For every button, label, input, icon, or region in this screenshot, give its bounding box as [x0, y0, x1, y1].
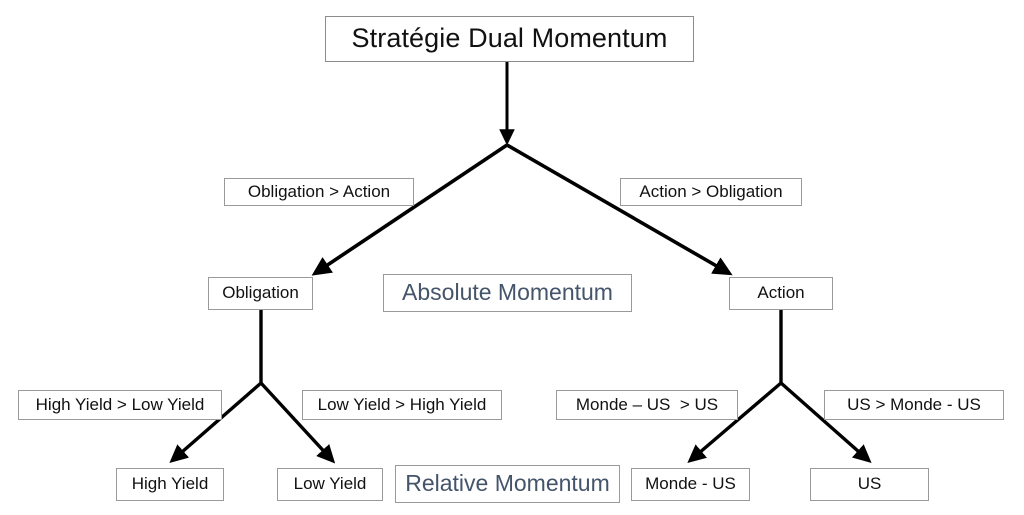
caption-relative-momentum: Relative Momentum	[395, 465, 620, 503]
node-us[interactable]: US	[810, 468, 929, 501]
edge-label-text: Monde – US > US	[575, 394, 719, 414]
node-high-yield-label: High Yield	[131, 474, 209, 494]
edge-label-monde-over-us[interactable]: Monde – US > US	[556, 390, 738, 420]
node-obligation[interactable]: Obligation	[208, 277, 313, 310]
node-low-yield-label: Low Yield	[293, 474, 367, 494]
edge-label-text: US > Monde - US	[847, 394, 981, 414]
caption-relative-momentum-label: Relative Momentum	[405, 470, 610, 497]
node-monde-us[interactable]: Monde - US	[631, 468, 750, 501]
caption-absolute-momentum-label: Absolute Momentum	[402, 279, 613, 306]
node-root-strategy[interactable]: Stratégie Dual Momentum	[325, 16, 694, 62]
node-monde-us-label: Monde - US	[645, 474, 736, 494]
edge-root-to-action	[506, 143, 733, 276]
node-high-yield[interactable]: High Yield	[116, 468, 224, 501]
edge-label-high-over-low[interactable]: High Yield > Low Yield	[18, 390, 222, 420]
edge-root-to-obligation	[311, 143, 509, 276]
node-action-label: Action	[757, 283, 805, 303]
edge-label-text: Action > Obligation	[639, 181, 783, 201]
edge-label-us-over-monde[interactable]: US > Monde - US	[824, 390, 1004, 420]
caption-absolute-momentum: Absolute Momentum	[383, 274, 632, 312]
edge-label-low-over-high[interactable]: Low Yield > High Yield	[302, 390, 502, 420]
node-obligation-label: Obligation	[222, 283, 299, 303]
edge-label-text: Low Yield > High Yield	[317, 394, 487, 414]
edge-label-text: High Yield > Low Yield	[35, 394, 205, 414]
node-us-label: US	[857, 474, 882, 494]
edge-label-text: Obligation > Action	[247, 181, 391, 201]
edge-label-obligation-over-action[interactable]: Obligation > Action	[224, 178, 414, 206]
node-action[interactable]: Action	[729, 277, 833, 310]
node-low-yield[interactable]: Low Yield	[277, 468, 383, 501]
node-root-label: Stratégie Dual Momentum	[351, 23, 668, 54]
edge-label-action-over-obligation[interactable]: Action > Obligation	[620, 178, 802, 206]
